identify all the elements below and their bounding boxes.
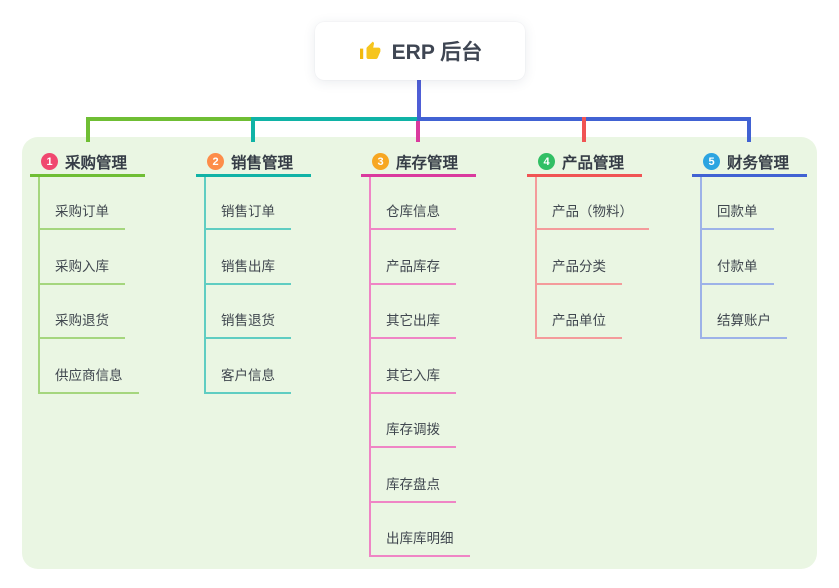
- branch-finance: 5 财务管理 回款单付款单结算账户: [692, 149, 822, 339]
- mindmap-node[interactable]: 其它出库: [369, 309, 456, 339]
- mindmap-child-row: 其它入库: [361, 339, 491, 394]
- mindmap-child-row: 销售订单: [196, 177, 326, 230]
- mindmap-child-row: 客户信息: [196, 339, 326, 394]
- mindmap-child-row: 采购入库: [30, 230, 160, 285]
- mindmap-node[interactable]: 产品单位: [535, 309, 622, 339]
- branch-purchase-vline: [38, 177, 40, 394]
- connector-drop-finance: [747, 117, 751, 142]
- mindmap-node[interactable]: 出库库明细: [369, 527, 470, 557]
- branch-purchase-children: 采购订单采购入库采购退货供应商信息: [30, 177, 160, 394]
- branch-product-header[interactable]: 4 产品管理: [527, 149, 642, 177]
- mindmap-child-row: 采购退货: [30, 285, 160, 339]
- mindmap-node[interactable]: 回款单: [700, 200, 774, 230]
- mindmap-node[interactable]: 客户信息: [204, 364, 291, 394]
- branch-sales-children: 销售订单销售出库销售退货客户信息: [196, 177, 326, 394]
- branch-sales-vline: [204, 177, 206, 394]
- root-node-label: ERP 后台: [391, 41, 483, 64]
- branch-product-vline: [535, 177, 537, 339]
- connector-drop-sales: [251, 117, 255, 142]
- connector-drop-product: [582, 117, 586, 142]
- root-node[interactable]: ERP 后台: [315, 22, 525, 80]
- mindmap-node[interactable]: 销售出库: [204, 255, 291, 285]
- mindmap-child-row: 仓库信息: [361, 177, 491, 230]
- branch-finance-header[interactable]: 5 财务管理: [692, 149, 807, 177]
- connector-segment-purchase: [86, 117, 251, 121]
- mindmap-node[interactable]: 销售退货: [204, 309, 291, 339]
- mindmap-child-row: 产品库存: [361, 230, 491, 285]
- branch-inventory-label: 库存管理: [396, 154, 459, 172]
- mindmap-child-row: 供应商信息: [30, 339, 160, 394]
- mindmap-child-row: 产品单位: [527, 285, 657, 339]
- branch-product-label: 产品管理: [562, 154, 625, 172]
- connector-segment-sales: [251, 117, 417, 121]
- thumbs-up-icon: [358, 39, 382, 63]
- branch-inventory-header[interactable]: 3 库存管理: [361, 149, 476, 177]
- branch-finance-vline: [700, 177, 702, 339]
- mindmap-node[interactable]: 产品分类: [535, 255, 622, 285]
- mindmap-node[interactable]: 仓库信息: [369, 200, 456, 230]
- mindmap-child-row: 产品分类: [527, 230, 657, 285]
- branch-purchase-header[interactable]: 1 采购管理: [30, 149, 145, 177]
- branch-inventory-children: 仓库信息产品库存其它出库其它入库库存调拨库存盘点出库库明细: [361, 177, 491, 557]
- connector-drop-purchase: [86, 117, 90, 142]
- mindmap-child-row: 出库库明细: [361, 503, 491, 557]
- badge-3: 3: [372, 153, 389, 170]
- branch-inventory: 3 库存管理 仓库信息产品库存其它出库其它入库库存调拨库存盘点出库库明细: [361, 149, 491, 557]
- mindmap-node[interactable]: 采购入库: [38, 255, 125, 285]
- branch-sales-header[interactable]: 2 销售管理: [196, 149, 311, 177]
- connector-drop-inventory: [416, 120, 420, 142]
- mindmap-node[interactable]: 产品库存: [369, 255, 456, 285]
- mindmap-node[interactable]: 库存调拨: [369, 418, 456, 448]
- mindmap-child-row: 回款单: [692, 177, 822, 230]
- badge-4: 4: [538, 153, 555, 170]
- branch-product: 4 产品管理 产品（物料） 产品分类产品单位: [527, 149, 657, 339]
- badge-1: 1: [41, 153, 58, 170]
- branch-purchase-label: 采购管理: [65, 154, 128, 172]
- mindmap-child-row: 其它出库: [361, 285, 491, 339]
- mindmap-child-row: 销售退货: [196, 285, 326, 339]
- branch-finance-children: 回款单付款单结算账户: [692, 177, 822, 339]
- mindmap-node[interactable]: 采购退货: [38, 309, 125, 339]
- branch-sales: 2 销售管理 销售订单销售出库销售退货客户信息: [196, 149, 326, 394]
- mindmap-node[interactable]: 其它入库: [369, 364, 456, 394]
- mindmap-child-row: 库存盘点: [361, 448, 491, 503]
- mindmap-node[interactable]: 供应商信息: [38, 364, 139, 394]
- branch-product-children: 产品（物料） 产品分类产品单位: [527, 177, 657, 339]
- badge-2: 2: [207, 153, 224, 170]
- mindmap-child-row: 产品（物料）: [527, 177, 657, 230]
- mindmap-child-row: 结算账户: [692, 285, 822, 339]
- mindmap-child-row: 库存调拨: [361, 394, 491, 448]
- mindmap-node[interactable]: 库存盘点: [369, 473, 456, 503]
- mindmap-node[interactable]: 产品（物料）: [535, 200, 649, 230]
- mindmap-canvas: [22, 137, 817, 569]
- branch-finance-label: 财务管理: [727, 154, 790, 172]
- mindmap-node[interactable]: 销售订单: [204, 200, 291, 230]
- mindmap-node[interactable]: 付款单: [700, 255, 774, 285]
- root-stem-connector: [417, 80, 421, 117]
- mindmap-node[interactable]: 结算账户: [700, 309, 787, 339]
- mindmap-child-row: 付款单: [692, 230, 822, 285]
- badge-5: 5: [703, 153, 720, 170]
- branch-sales-label: 销售管理: [231, 154, 294, 172]
- mindmap-node[interactable]: 采购订单: [38, 200, 125, 230]
- mindmap-child-row: 采购订单: [30, 177, 160, 230]
- branch-inventory-vline: [369, 177, 371, 557]
- branch-purchase: 1 采购管理 采购订单采购入库采购退货供应商信息: [30, 149, 160, 394]
- mindmap-child-row: 销售出库: [196, 230, 326, 285]
